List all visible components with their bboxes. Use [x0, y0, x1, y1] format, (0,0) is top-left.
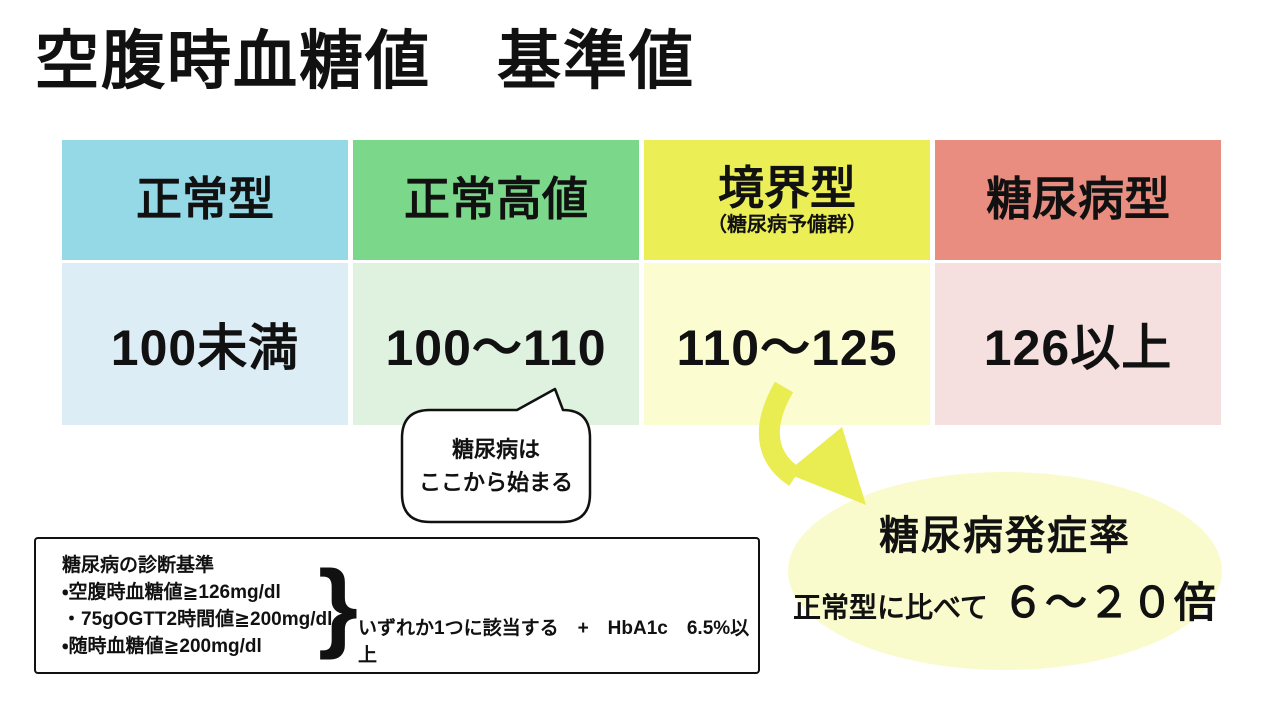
highlight-line2: 正常型に比べて ６〜２０倍 — [793, 569, 1217, 630]
page-title: 空腹時血糖値 基準値 — [35, 25, 695, 97]
header-label: 正常型 — [136, 173, 274, 226]
header-cell-diabetes: 糖尿病型 — [935, 140, 1221, 260]
criteria-box: 糖尿病の診断基準 ・空腹時血糖値≧126mg/dl ・75gOGTT2時間値≧2… — [34, 537, 760, 674]
header-label: 正常高値 — [404, 173, 588, 226]
speech-bubble-shape — [400, 387, 592, 524]
value-cell-normal-high: 100〜110 — [353, 263, 639, 425]
value-cell-normal: 100未満 — [62, 263, 348, 425]
header-label: 糖尿病型 — [986, 173, 1170, 226]
header-label: 境界型 — [718, 162, 856, 215]
header-cell-normal-high: 正常高値 — [353, 140, 639, 260]
brace-glyph: } — [317, 550, 359, 660]
header-sublabel: （糖尿病予備群） — [707, 213, 867, 236]
criteria-note: いずれか1つに該当する + HbA1c 6.5%以上 — [358, 618, 750, 666]
criteria-items: ・空腹時血糖値≧126mg/dl ・75gOGTT2時間値≧200mg/dl ・… — [62, 582, 333, 657]
header-cell-normal: 正常型 — [62, 140, 348, 260]
criteria-title: 糖尿病の診断基準 — [62, 555, 215, 576]
header-cell-borderline: 境界型 （糖尿病予備群） — [644, 140, 930, 260]
highlight-prefix: 正常型に比べて — [793, 591, 988, 623]
bubble-line-2: ここから始まる — [418, 470, 573, 495]
value-cell-diabetes: 126以上 — [935, 263, 1221, 425]
highlight-ellipse: 糖尿病発症率 正常型に比べて ６〜２０倍 — [788, 472, 1222, 670]
speech-bubble-text: 糖尿病は ここから始まる — [402, 433, 590, 499]
highlight-value: ６〜２０倍 — [1001, 578, 1217, 626]
highlight-title: 糖尿病発症率 — [879, 513, 1131, 558]
bubble-line-1: 糖尿病は — [451, 437, 540, 462]
curved-arrow-icon — [758, 381, 866, 505]
